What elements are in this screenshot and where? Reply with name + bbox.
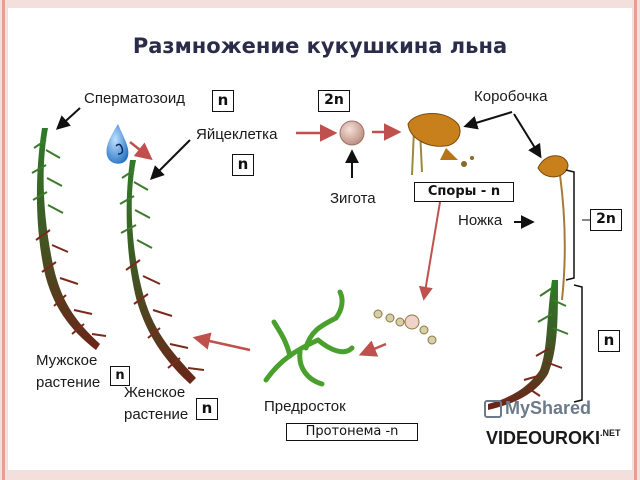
arrow-capsule-label-1 <box>463 111 513 130</box>
label-female-line2: растение <box>124 406 189 423</box>
slide-title: Размножение кукушкина льна <box>132 34 508 58</box>
female-plant-illustration <box>119 160 205 384</box>
capsule-illustration <box>407 112 474 176</box>
label-egg: Яйцеклетка <box>196 126 278 143</box>
arrow-spores-protonema <box>358 340 387 357</box>
arrow-egg-female <box>150 139 191 180</box>
box-plant-n: n <box>598 330 620 352</box>
arrow-sperm-male <box>55 107 81 130</box>
label-female-line1: Женское <box>124 384 186 401</box>
water-drop-icon <box>106 124 129 164</box>
box-egg-n: n <box>232 154 254 176</box>
arrow-protonema-female <box>192 332 251 352</box>
box-female-n: n <box>196 398 218 420</box>
label-stalk: Ножка <box>458 212 503 229</box>
label-male-line1: Мужское <box>36 352 98 369</box>
box-protonema: Протонема -n <box>286 423 418 441</box>
arrow-capsule-label-2 <box>513 113 542 159</box>
label-capsule: Коробочка <box>474 88 548 105</box>
spores-illustration <box>373 309 437 345</box>
protonema-illustration <box>263 289 355 387</box>
accent-stripe-right <box>634 0 637 480</box>
sporophyte-plant-illustration <box>488 280 569 410</box>
label-male-line2: растение <box>36 374 101 391</box>
accent-stripe-left <box>2 0 5 480</box>
box-stalk-2n: 2n <box>590 209 622 231</box>
label-prothallus: Предросток <box>264 398 346 415</box>
box-spores: Споры - n <box>414 182 514 202</box>
male-plant-illustration <box>31 128 107 350</box>
box-zygote-2n: 2n <box>318 90 350 112</box>
label-zygote: Зигота <box>330 190 376 207</box>
arrow-drop-female <box>129 141 153 161</box>
bracket-2n <box>565 169 575 281</box>
watermark-videouroki: VIDEOUROKI.NET <box>486 428 621 448</box>
box-sperm-n: n <box>212 90 234 112</box>
arrow-spores-down <box>418 201 441 301</box>
box-male-n: n <box>110 366 130 386</box>
zygote-cell <box>339 120 365 146</box>
myshared-logo-icon <box>484 400 502 419</box>
watermark-myshared: MyShared <box>484 398 591 419</box>
bracket-n <box>573 284 583 403</box>
label-sperm: Сперматозоид <box>84 90 186 107</box>
sporophyte-stalk-illustration <box>537 155 569 301</box>
